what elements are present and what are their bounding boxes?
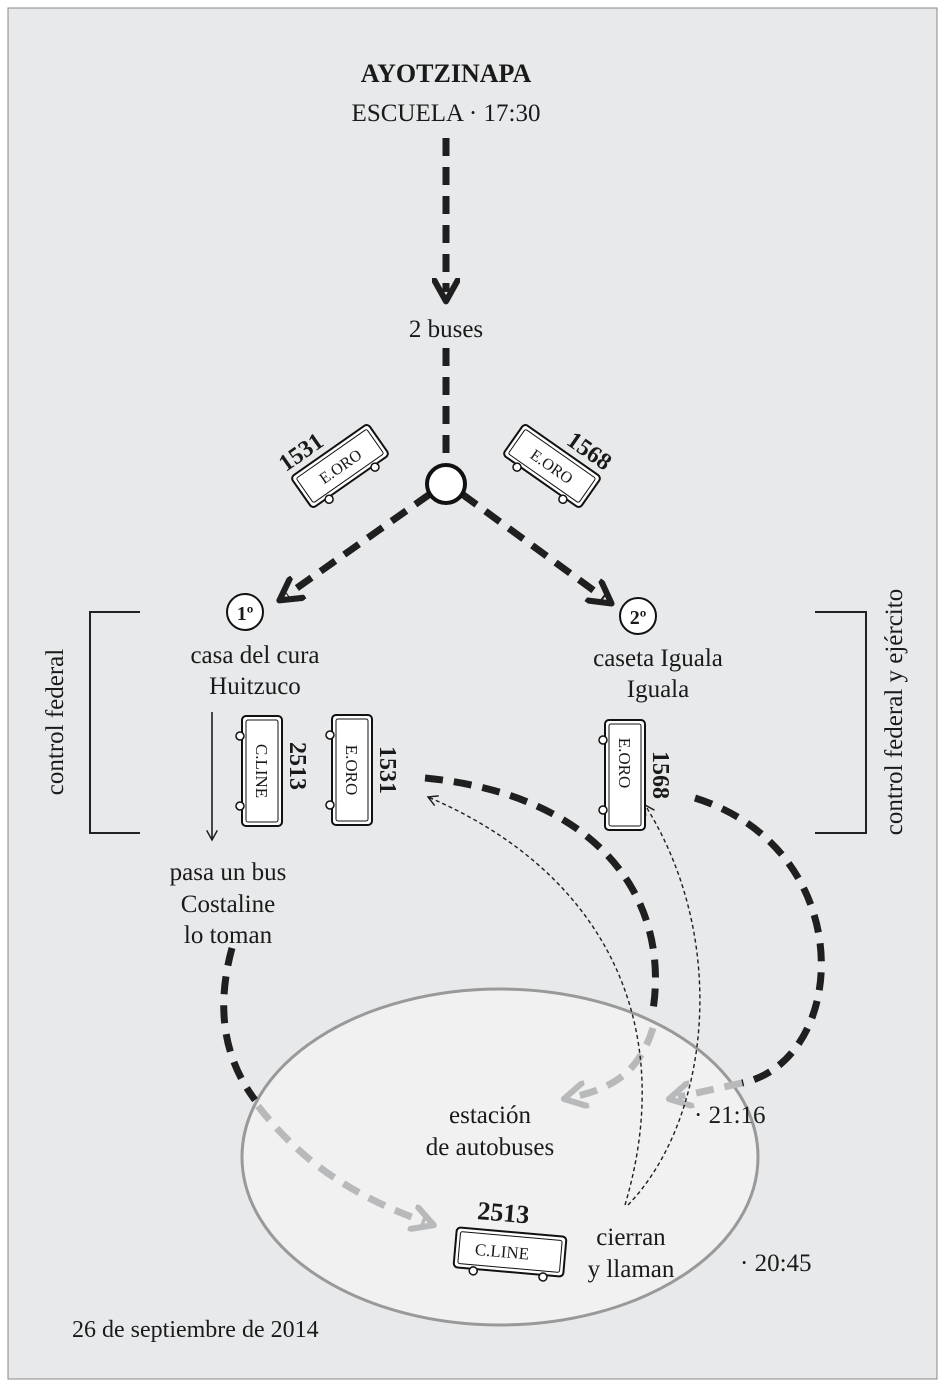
arrow-1531-into-station [573,1026,657,1097]
station-label-2: de autobuses [426,1134,554,1161]
first-number: 1º [237,603,254,625]
split-label: 2 buses [409,316,483,343]
bus-2513-mid: C.LINE 2513 [235,715,310,827]
second-place-town: Iguala [627,676,689,703]
circle-second [619,597,657,635]
bus-number: 1531 [374,746,400,794]
bus-1568-top: E.ORO 1568 [503,424,616,508]
left-bracket [89,611,140,834]
arrow-1568-into-station [678,1079,743,1097]
arrow-to-first [287,491,433,595]
circle-first [226,593,264,631]
bus-label: C.LINE [252,744,271,798]
close-text-2: y llaman [588,1256,675,1283]
arc-1531-return [424,774,659,1011]
call-arrow-to-1531 [426,795,643,1206]
right-bracket-label: control federal y ejército [881,589,908,835]
right-bracket [815,611,867,834]
start-label: ESCUELA · 17:30 [352,100,541,127]
close-text-1: cierran [596,1224,666,1251]
pass-text-2: Costaline [181,891,275,918]
bus-1531-mid: E.ORO 1531 [325,714,400,826]
bus-label: E.ORO [615,738,634,789]
station-area [240,987,760,1327]
arrow-costaline-into-station [255,1103,425,1222]
call-arrow-to-1568 [627,803,701,1206]
arrow-to-second [459,491,604,598]
second-place: caseta Iguala [593,645,723,672]
first-place: casa del cura [190,642,319,669]
arc-1568-return [693,794,825,1087]
second-number: 2º [630,607,647,629]
station-label-1: estación [449,1102,531,1129]
pass-text-1: pasa un bus [170,859,287,886]
bus-2513-station: C.LINE 2513 [452,1196,568,1282]
date-label: 26 de septiembre de 2014 [72,1317,319,1343]
bus-1568-mid: E.ORO 1568 [598,719,673,831]
bus-number: 2513 [476,1196,530,1229]
bus-number: 1568 [647,751,673,799]
time-2045: · 20:45 [740,1250,812,1277]
pass-text-3: lo toman [184,922,273,949]
bus-label: C.LINE [474,1240,530,1264]
junction-node [425,463,467,505]
left-bracket-label: control federal [42,649,69,796]
title: AYOTZINAPA [361,59,532,88]
time-2116: · 21:16 [694,1102,766,1129]
bus-number: 2513 [284,742,310,790]
first-place-town: Huitzuco [209,673,301,700]
bus-label: E.ORO [342,745,361,796]
